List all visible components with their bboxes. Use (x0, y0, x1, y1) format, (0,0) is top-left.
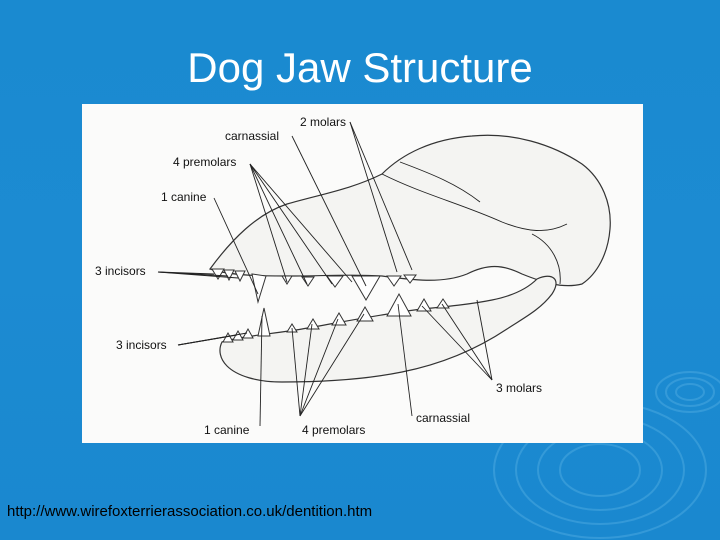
label-upper-carnassial: carnassial (225, 129, 279, 143)
upper-teeth (211, 268, 417, 304)
source-url: http://www.wirefoxterrierassociation.co.… (7, 503, 373, 520)
label-upper-canine: 1 canine (161, 190, 207, 204)
label-upper-premolars: 4 premolars (173, 155, 236, 169)
label-lower-molars: 3 molars (496, 381, 542, 395)
upper-jaw-skull (209, 134, 611, 287)
label-lower-canine: 1 canine (204, 423, 250, 437)
label-lower-incisors: 3 incisors (116, 338, 167, 352)
label-lower-carnassial: carnassial (416, 411, 470, 425)
lower-jaw-mandible (219, 275, 557, 383)
jaw-diagram: 2 molars carnassial 4 premolars 1 canine… (82, 104, 643, 443)
label-upper-incisors: 3 incisors (95, 264, 146, 278)
label-lower-premolars: 4 premolars (302, 423, 365, 437)
label-upper-molars: 2 molars (300, 115, 346, 129)
leader-lines (157, 121, 493, 427)
page-title: Dog Jaw Structure (187, 44, 533, 91)
